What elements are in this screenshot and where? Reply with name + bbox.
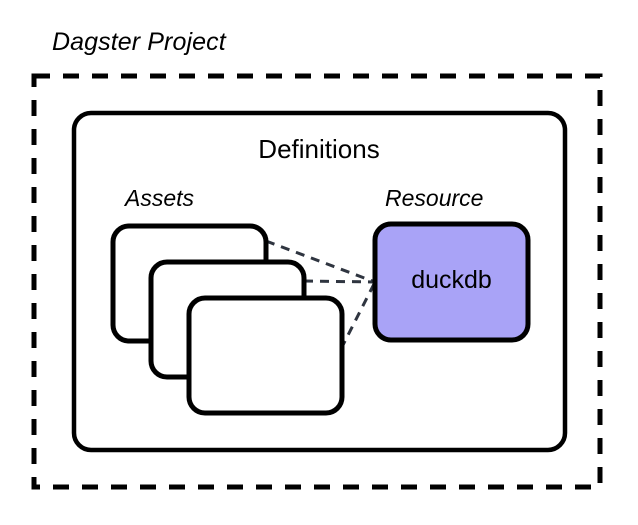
duckdb-resource-node[interactable] [372,221,531,343]
connector-group [265,239,377,350]
dagster-project-boundary [31,73,603,490]
asset-1-to-duckdb-connector [265,239,376,284]
asset-3-to-duckdb-connector [339,281,377,350]
duckdb-node-label: duckdb [411,266,492,294]
definitions-boundary [71,110,568,453]
asset-card-3[interactable] [186,295,345,416]
page-title: Dagster Project [52,28,226,56]
assets-label: Assets [125,185,195,211]
asset-2-to-duckdb-connector [303,279,376,284]
definitions-label: Definitions [258,134,380,164]
resource-label: Resource [385,185,484,211]
